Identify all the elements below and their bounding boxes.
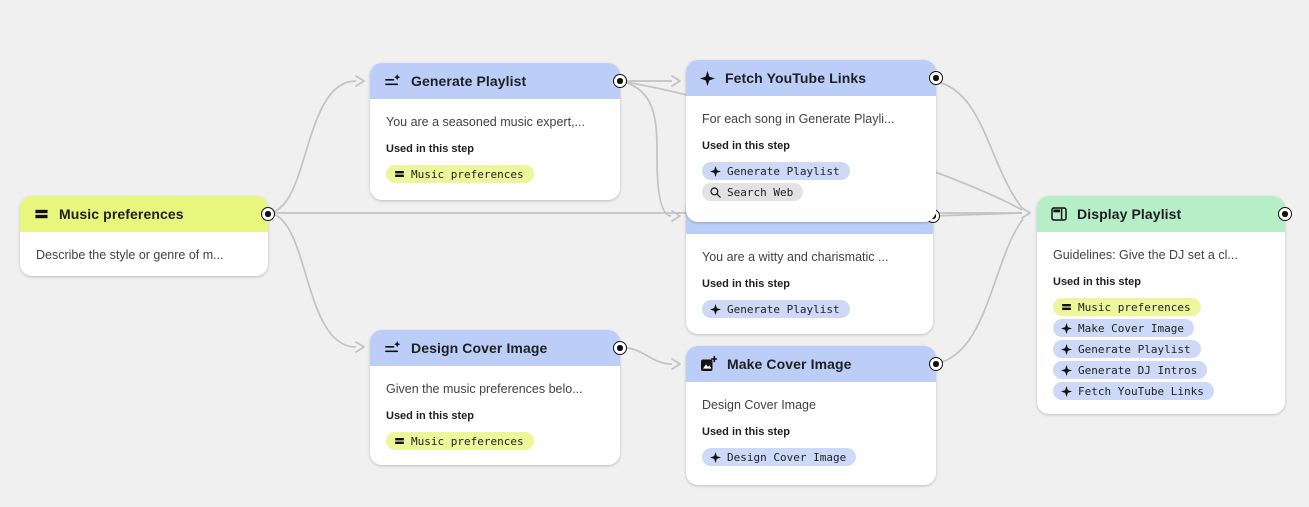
output-port[interactable] [261, 207, 275, 221]
text-input-icon [34, 207, 49, 221]
used-in-step-label: Used in this step [702, 426, 791, 438]
sparkle-icon [710, 451, 721, 463]
sparkle-icon [1061, 385, 1072, 397]
sparkle-icon [1061, 343, 1072, 355]
node-header[interactable]: Design Cover Image [370, 330, 627, 366]
node-preview-text: You are a seasoned music expert,... [386, 115, 585, 129]
node-header[interactable]: Generate Playlist [370, 63, 627, 99]
prompt-icon [384, 73, 401, 89]
node-title: Make Cover Image [727, 356, 852, 372]
chip-make-cover-image[interactable]: Make Cover Image [1053, 319, 1194, 337]
used-in-step-label: Used in this step [702, 140, 791, 152]
output-port[interactable] [613, 74, 627, 88]
chip-music-preferences[interactable]: Music preferences [1053, 298, 1201, 316]
chip-generate-playlist[interactable]: Generate Playlist [702, 300, 850, 318]
arrowhead [671, 358, 681, 370]
edge-music-to-design-cover [266, 212, 357, 348]
node-display-playlist[interactable]: Display Playlist Guidelines: Give the DJ… [1037, 196, 1292, 414]
sparkle-icon [1061, 364, 1072, 376]
sparkle-icon [700, 70, 715, 86]
chip-search-web[interactable]: Search Web [702, 183, 804, 201]
node-header[interactable]: Display Playlist [1037, 196, 1292, 232]
node-title: Display Playlist [1077, 206, 1182, 222]
prompt-icon [384, 340, 401, 356]
arrowhead [671, 75, 681, 87]
arrowhead [355, 75, 365, 87]
output-port[interactable] [929, 71, 943, 85]
used-in-step-label: Used in this step [386, 410, 475, 422]
search-icon [710, 186, 721, 198]
used-in-step-label: Used in this step [386, 143, 475, 155]
chip-fetch-youtube-links[interactable]: Fetch YouTube Links [1053, 382, 1214, 400]
node-fetch-youtube-links[interactable]: Fetch YouTube Links For each song in Gen… [686, 60, 943, 222]
node-title: Fetch YouTube Links [725, 70, 867, 86]
node-make-cover-image[interactable]: Make Cover Image Design Cover Image Used… [686, 346, 943, 485]
node-header[interactable]: Music preferences [20, 196, 275, 232]
edge-fetch-to-display [933, 80, 1023, 209]
node-preview-text: Describe the style or genre of m... [36, 248, 224, 262]
node-preview-text: For each song in Generate Playli... [702, 112, 895, 126]
arrowhead [355, 341, 365, 353]
chip-music-preferences[interactable]: Music preferences [386, 165, 534, 183]
sparkle-icon [710, 303, 721, 315]
node-preview-text: Design Cover Image [702, 398, 816, 412]
used-in-step-label: Used in this step [702, 278, 791, 290]
sparkle-icon [710, 165, 721, 177]
output-port[interactable] [1278, 207, 1292, 221]
chip-generate-dj-intros[interactable]: Generate DJ Intros [1053, 361, 1208, 379]
edge-djintros-to-display [930, 212, 1023, 217]
table-icon [1051, 207, 1067, 221]
node-generate-playlist[interactable]: Generate Playlist You are a seasoned mus… [370, 63, 627, 200]
chip-design-cover-image[interactable]: Design Cover Image [702, 448, 857, 466]
text-input-icon [395, 438, 404, 444]
chip-generate-playlist[interactable]: Generate Playlist [1053, 340, 1201, 358]
image-plus-icon [700, 356, 717, 372]
edge-music-to-generate-playlist [266, 80, 357, 214]
used-in-step-label: Used in this step [1053, 276, 1142, 288]
node-title: Generate Playlist [411, 73, 527, 89]
node-preview-text: Given the music preferences belo... [386, 382, 583, 396]
output-port[interactable] [929, 357, 943, 371]
node-preview-text: You are a witty and charismatic ... [702, 250, 889, 264]
node-music-preferences[interactable]: Music preferences Describe the style or … [20, 196, 275, 276]
chip-generate-playlist[interactable]: Generate Playlist [702, 162, 850, 180]
node-title: Design Cover Image [411, 340, 548, 356]
edge-makecover-to-display [933, 218, 1024, 365]
chip-music-preferences[interactable]: Music preferences [386, 432, 534, 450]
edge-generate-to-djintros [617, 80, 672, 217]
node-preview-text: Guidelines: Give the DJ set a cl... [1053, 248, 1238, 262]
node-header[interactable]: Make Cover Image [686, 346, 943, 382]
node-design-cover-image[interactable]: Design Cover Image Given the music prefe… [370, 330, 627, 465]
arrowhead [1021, 207, 1031, 219]
text-input-icon [395, 171, 404, 177]
node-title: Music preferences [59, 206, 184, 222]
output-port[interactable] [613, 341, 627, 355]
sparkle-icon [1061, 322, 1072, 334]
node-header[interactable]: Fetch YouTube Links [686, 60, 943, 96]
arrowhead [671, 210, 681, 222]
text-input-icon [1062, 304, 1071, 310]
